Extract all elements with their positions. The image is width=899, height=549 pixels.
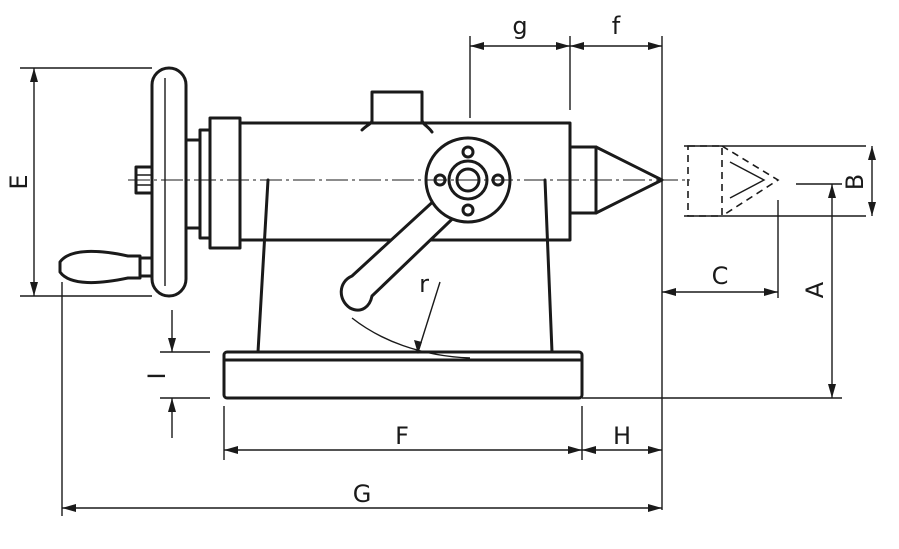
dimension-A <box>582 183 842 399</box>
label-H: H <box>613 422 631 450</box>
tailstock-body <box>208 90 572 354</box>
dimension-I <box>160 310 210 438</box>
label-B: B <box>841 174 869 190</box>
hand-wheel <box>150 66 212 298</box>
dimension-C <box>661 168 779 510</box>
r-leader <box>417 281 441 353</box>
dimension-E <box>20 67 152 297</box>
r-arrow <box>414 340 422 354</box>
label-g: g <box>512 12 527 40</box>
label-F: F <box>395 422 409 450</box>
dimension-g-f <box>469 36 663 168</box>
v-block-outline <box>684 145 866 217</box>
lever-arc <box>351 317 471 359</box>
dimension-B <box>868 146 876 216</box>
wheel-handle <box>58 249 154 285</box>
dimension-G <box>61 282 662 516</box>
dimension-F-H <box>223 406 662 460</box>
label-A: A <box>801 281 829 298</box>
label-E: E <box>5 174 33 189</box>
label-f: f <box>612 12 621 40</box>
label-I: I <box>143 372 171 379</box>
base-plate <box>222 350 584 400</box>
label-C: C <box>712 262 729 290</box>
label-r: r <box>419 270 429 298</box>
label-G: G <box>353 480 372 508</box>
